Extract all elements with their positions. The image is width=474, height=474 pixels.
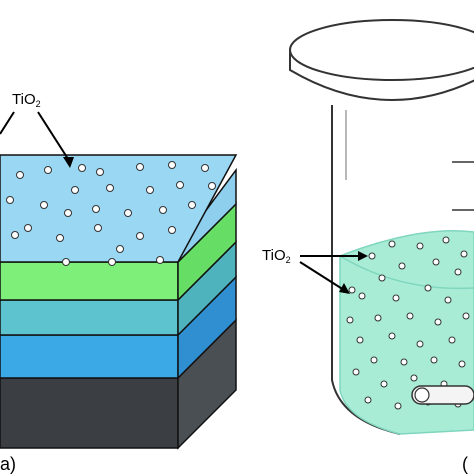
tio2-particles-suspension [346, 236, 470, 410]
tio2-pointer-left-1 [0, 111, 15, 135]
green-layer-front [0, 261, 179, 301]
stir-bar-end [414, 387, 430, 403]
beaker-suspension: TiO2 ( [262, 19, 474, 474]
panel-label-b: ( [462, 454, 468, 474]
tio2-label-left: TiO2 [12, 91, 41, 109]
beaker-rim-band [289, 50, 474, 101]
tio2-suspension-liquid [339, 229, 474, 435]
beaker-rim-top [289, 19, 474, 81]
tio2-label-right: TiO2 [262, 247, 291, 265]
layered-film-stack: TiO2 a) [0, 91, 238, 474]
substrate-front [0, 377, 179, 449]
tio2-pointer-right-2 [299, 261, 345, 291]
arrowhead-right-1 [358, 251, 368, 261]
tio2-particles-film [6, 161, 216, 266]
arrowhead-left [63, 157, 74, 168]
panel-label-a: a) [0, 454, 16, 474]
teal-layer-front [0, 299, 179, 336]
liquid-surface-front [339, 255, 474, 290]
blue-layer-front [0, 334, 179, 379]
arrowhead-right-2 [339, 283, 350, 294]
tio2-pointer-left-2 [37, 111, 71, 163]
